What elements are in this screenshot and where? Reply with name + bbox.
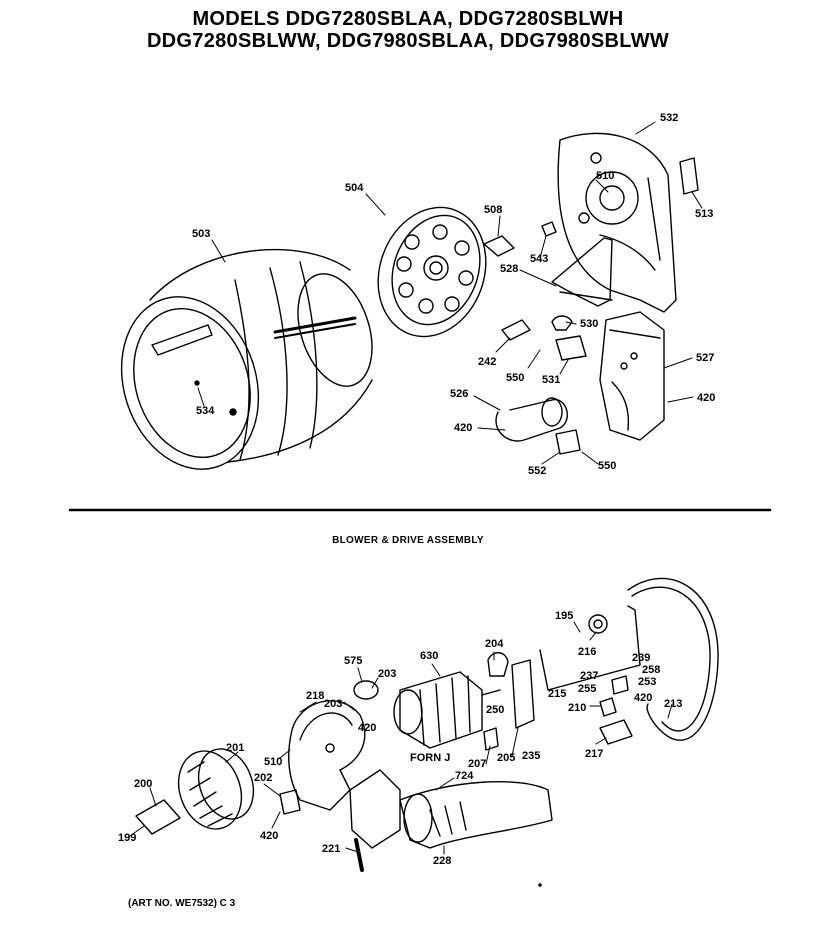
motor-526 (496, 398, 567, 441)
speck (539, 884, 541, 886)
art-number: (ART NO. WE7532) C 3 (128, 898, 236, 909)
callout-258: 258 (642, 664, 661, 676)
part-203 (354, 681, 378, 699)
callout-253: 253 (638, 676, 657, 688)
callout-420-d: 420 (358, 722, 377, 734)
drum-rear-504 (361, 192, 504, 352)
callout-242: 242 (478, 356, 497, 368)
blower-housing-218 (289, 701, 365, 810)
leader-lines-top (198, 122, 702, 464)
form-label: FORN J (410, 752, 451, 764)
rear-panel-532 (558, 133, 676, 312)
callout-202: 202 (254, 772, 273, 784)
callout-575: 575 (344, 655, 363, 667)
callout-239: 239 (632, 652, 651, 664)
callout-508: 508 (484, 204, 503, 216)
callout-534: 534 (196, 405, 215, 417)
part-242 (502, 320, 530, 340)
callout-550-a: 550 (506, 372, 525, 384)
bracket-513 (680, 158, 698, 194)
section-heading: BLOWER & DRIVE ASSEMBLY (332, 535, 484, 546)
callout-210: 210 (568, 702, 587, 714)
part-531 (556, 336, 586, 360)
callout-199: 199 (118, 832, 137, 844)
callout-204: 204 (485, 638, 504, 650)
callout-503: 503 (192, 228, 211, 240)
plate-200 (136, 800, 180, 834)
idler-pulley-hub (594, 620, 602, 628)
callout-550-b: 550 (598, 460, 617, 472)
callout-216: 216 (578, 646, 597, 658)
callout-513: 513 (695, 208, 714, 220)
exhaust-duct-228 (350, 770, 552, 848)
callout-526: 526 (450, 388, 469, 400)
callout-207: 207 (468, 758, 487, 770)
callout-532: 532 (660, 112, 679, 124)
drive-motor-630 (394, 672, 500, 748)
callout-195: 195 (555, 610, 574, 622)
bracket-205 (512, 660, 534, 728)
callout-528: 528 (500, 263, 519, 275)
callout-255: 255 (578, 683, 597, 695)
callout-420-c: 420 (634, 692, 653, 704)
idler-arm-215 (540, 606, 640, 690)
callout-205: 205 (497, 752, 516, 764)
callout-235: 235 (522, 750, 541, 762)
callout-420-a: 420 (697, 392, 716, 404)
blower-wheel-201 (168, 741, 263, 838)
part-207 (484, 728, 498, 750)
part-508 (484, 236, 514, 256)
part-210 (600, 698, 616, 716)
bracket-528 (552, 238, 612, 306)
part-552 (556, 430, 580, 454)
callout-724: 724 (455, 770, 474, 782)
spring-221 (356, 840, 362, 870)
part-204 (488, 653, 508, 676)
callout-203-b: 203 (324, 698, 343, 710)
callout-552: 552 (528, 465, 547, 477)
callout-630: 630 (420, 650, 439, 662)
leader-lines-bottom (130, 622, 672, 854)
drum-503 (100, 250, 385, 488)
callout-504: 504 (345, 182, 364, 194)
callout-215: 215 (548, 688, 567, 700)
callout-420-e: 420 (260, 830, 279, 842)
models-title-line-1: MODELS DDG7280SBLAA, DDG7280SBLWH (192, 8, 624, 30)
callout-250: 250 (486, 704, 505, 716)
callout-201: 201 (226, 742, 245, 754)
callout-213: 213 (664, 698, 683, 710)
models-title-line-2: DDG7280SBLWW, DDG7980SBLAA, DDG7980SBLWW (146, 30, 670, 52)
drive-belt-213 (628, 578, 718, 740)
callout-203-a: 203 (378, 668, 397, 680)
duct-527 (600, 312, 664, 440)
callout-510: 510 (596, 170, 615, 182)
callout-420-b: 420 (454, 422, 473, 434)
callout-543: 543 (530, 253, 549, 265)
callout-221: 221 (322, 843, 341, 855)
callout-527: 527 (696, 352, 715, 364)
callout-237: 237 (580, 670, 599, 682)
callout-510-b: 510 (264, 756, 283, 768)
callout-228: 228 (433, 855, 452, 867)
callout-200: 200 (134, 778, 153, 790)
callout-531: 531 (542, 374, 561, 386)
callout-530: 530 (580, 318, 599, 330)
part-255 (612, 676, 628, 694)
callout-218: 218 (306, 690, 325, 702)
callout-217: 217 (585, 748, 604, 760)
bracket-202 (280, 790, 300, 814)
clip-217 (600, 720, 632, 744)
part-543 (542, 222, 556, 236)
idler-pulley-216 (589, 615, 607, 633)
part-530 (552, 316, 572, 330)
